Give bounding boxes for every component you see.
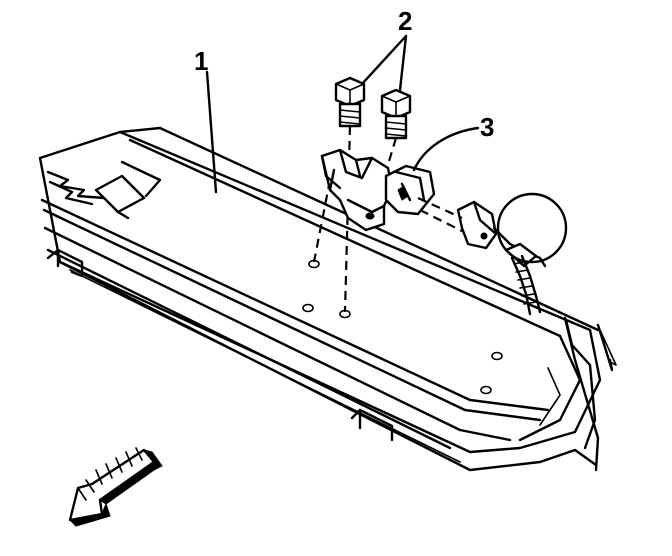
callout-1-label: 1 [194,46,208,76]
callout-3: 3 [412,112,494,172]
callout-2: 2 [360,6,412,92]
front-direction-arrow-icon [68,447,163,527]
callout-2-label: 2 [398,6,412,36]
callout-1: 1 [194,46,218,194]
panel-part-1 [38,126,602,472]
body-edge-background [563,316,617,472]
sensor-bracket-part-3 [320,148,568,316]
callout-3-label: 3 [480,112,494,142]
bolt-right [370,88,412,219]
